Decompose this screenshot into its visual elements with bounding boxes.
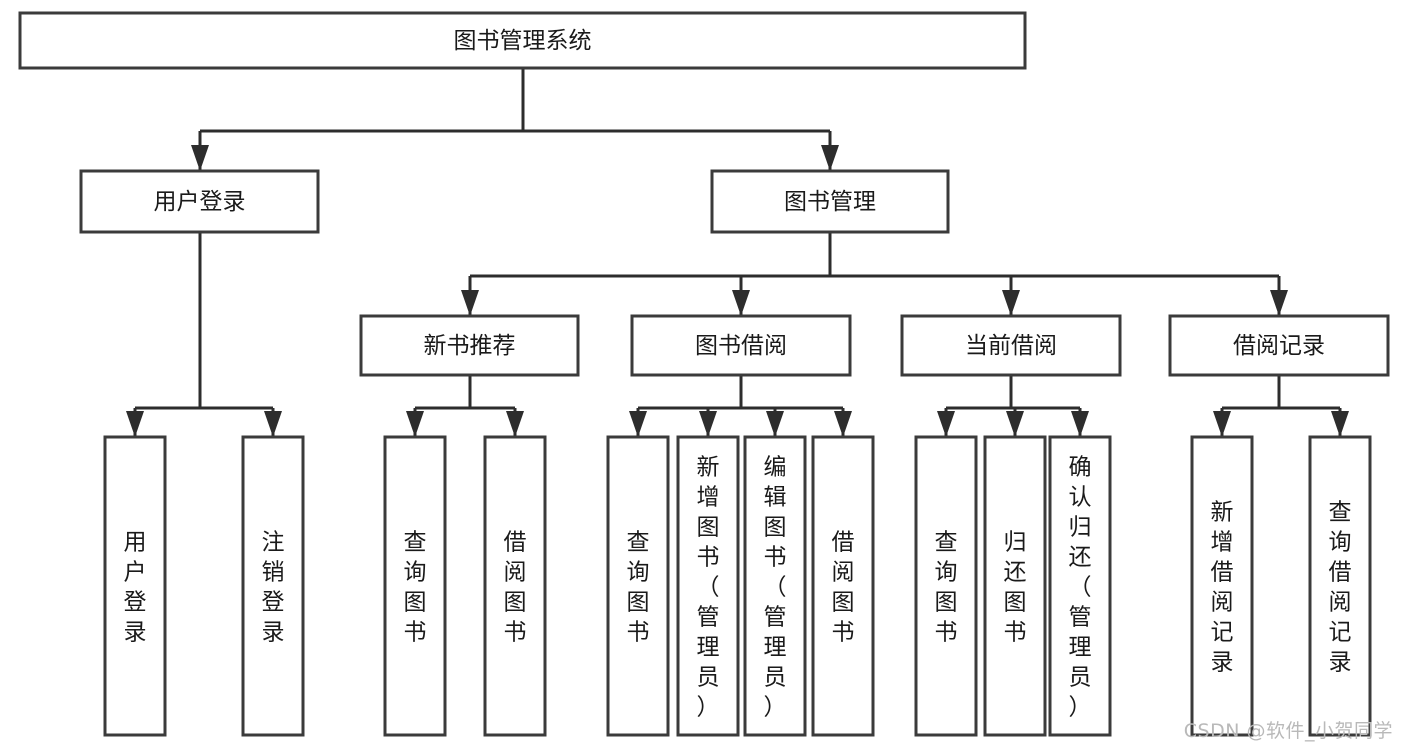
node-box-leaf-user-login[interactable]	[103, 435, 167, 737]
arrow-head-icon	[126, 411, 144, 437]
arrow-head-icon	[766, 411, 784, 437]
node-label-root: 图书管理系统	[454, 28, 592, 54]
node-leaf-add-book[interactable]: 新增图书（管理员）	[676, 435, 740, 737]
arrow-head-icon	[1213, 411, 1231, 437]
node-label-leaf-confirm-return: 确认归还（管理员）	[1069, 454, 1092, 720]
node-box-leaf-edit-book[interactable]	[743, 435, 807, 737]
node-label-leaf-query-book-3: 查询图书	[935, 529, 958, 645]
arrow-head-icon	[821, 145, 839, 171]
node-leaf-query-record[interactable]: 查询借阅记录	[1308, 435, 1372, 737]
arrow-head-icon	[937, 411, 955, 437]
node-label-leaf-user-login: 用户登录	[124, 529, 147, 645]
node-box-book-borrow[interactable]	[630, 314, 852, 377]
node-leaf-query-book-1[interactable]: 查询图书	[383, 435, 447, 737]
node-leaf-return-book[interactable]: 归还图书	[983, 435, 1047, 737]
node-label-leaf-edit-book: 编辑图书（管理员）	[764, 454, 787, 720]
node-leaf-logout[interactable]: 注销登录	[241, 435, 305, 737]
node-leaf-borrow-book-1[interactable]: 借阅图书	[483, 435, 547, 737]
node-label-leaf-query-record: 查询借阅记录	[1329, 499, 1352, 675]
arrow-head-icon	[506, 411, 524, 437]
node-label-leaf-add-record: 新增借阅记录	[1211, 499, 1234, 675]
node-box-borrow-record[interactable]	[1168, 314, 1390, 377]
node-leaf-borrow-book-2[interactable]: 借阅图书	[811, 435, 875, 737]
arrow-head-icon	[461, 290, 479, 316]
node-box-leaf-confirm-return[interactable]	[1048, 435, 1112, 737]
node-label-leaf-borrow-book-1: 借阅图书	[504, 529, 527, 645]
node-new-book-rec[interactable]: 新书推荐	[359, 314, 580, 377]
node-layer: 图书管理系统用户登录图书管理新书推荐图书借阅当前借阅借阅记录用户登录注销登录查询…	[18, 11, 1390, 737]
arrow-head-icon	[834, 411, 852, 437]
arrow-head-icon	[1331, 411, 1349, 437]
node-user-login[interactable]: 用户登录	[79, 169, 320, 234]
node-label-book-borrow: 图书借阅	[695, 333, 787, 359]
node-label-borrow-record: 借阅记录	[1233, 333, 1325, 359]
node-label-leaf-query-book-1: 查询图书	[404, 529, 427, 645]
node-box-leaf-borrow-book-1[interactable]	[483, 435, 547, 737]
arrow-head-icon	[1071, 411, 1089, 437]
node-leaf-add-record[interactable]: 新增借阅记录	[1190, 435, 1254, 737]
node-label-leaf-logout: 注销登录	[262, 529, 285, 645]
node-label-leaf-query-book-2: 查询图书	[627, 529, 650, 645]
node-leaf-query-book-3[interactable]: 查询图书	[914, 435, 978, 737]
node-current-borrow[interactable]: 当前借阅	[900, 314, 1122, 377]
node-box-leaf-query-book-1[interactable]	[383, 435, 447, 737]
arrow-head-icon	[699, 411, 717, 437]
node-box-leaf-borrow-book-2[interactable]	[811, 435, 875, 737]
node-leaf-user-login[interactable]: 用户登录	[103, 435, 167, 737]
node-leaf-query-book-2[interactable]: 查询图书	[606, 435, 670, 737]
node-box-leaf-add-book[interactable]	[676, 435, 740, 737]
node-book-manage[interactable]: 图书管理	[710, 169, 950, 234]
node-box-leaf-logout[interactable]	[241, 435, 305, 737]
arrow-head-icon	[1006, 411, 1024, 437]
node-label-user-login: 用户登录	[154, 189, 246, 215]
node-box-book-manage[interactable]	[710, 169, 950, 234]
node-box-leaf-query-record[interactable]	[1308, 435, 1372, 737]
arrow-head-icon	[629, 411, 647, 437]
node-box-root[interactable]	[18, 11, 1027, 70]
node-leaf-edit-book[interactable]: 编辑图书（管理员）	[743, 435, 807, 737]
node-label-leaf-return-book: 归还图书	[1004, 529, 1027, 645]
node-label-book-manage: 图书管理	[784, 189, 876, 215]
arrow-head-icon	[732, 290, 750, 316]
watermark-text: CSDN @软件_小贺同学	[1183, 720, 1393, 742]
node-root[interactable]: 图书管理系统	[18, 11, 1027, 70]
arrow-head-icon	[406, 411, 424, 437]
node-label-leaf-borrow-book-2: 借阅图书	[832, 529, 855, 645]
node-box-new-book-rec[interactable]	[359, 314, 580, 377]
arrow-head-icon	[1002, 290, 1020, 316]
node-label-leaf-add-book: 新增图书（管理员）	[697, 454, 720, 720]
node-box-current-borrow[interactable]	[900, 314, 1122, 377]
node-label-new-book-rec: 新书推荐	[424, 333, 516, 359]
node-box-leaf-return-book[interactable]	[983, 435, 1047, 737]
node-box-user-login[interactable]	[79, 169, 320, 234]
arrow-head-icon	[1270, 290, 1288, 316]
node-box-leaf-query-book-2[interactable]	[606, 435, 670, 737]
node-box-leaf-add-record[interactable]	[1190, 435, 1254, 737]
node-borrow-record[interactable]: 借阅记录	[1168, 314, 1390, 377]
arrow-head-icon	[264, 411, 282, 437]
arrow-head-icon	[191, 145, 209, 171]
node-book-borrow[interactable]: 图书借阅	[630, 314, 852, 377]
node-leaf-confirm-return[interactable]: 确认归还（管理员）	[1048, 435, 1112, 737]
node-box-leaf-query-book-3[interactable]	[914, 435, 978, 737]
connector-layer	[126, 68, 1349, 437]
node-label-current-borrow: 当前借阅	[965, 333, 1057, 359]
